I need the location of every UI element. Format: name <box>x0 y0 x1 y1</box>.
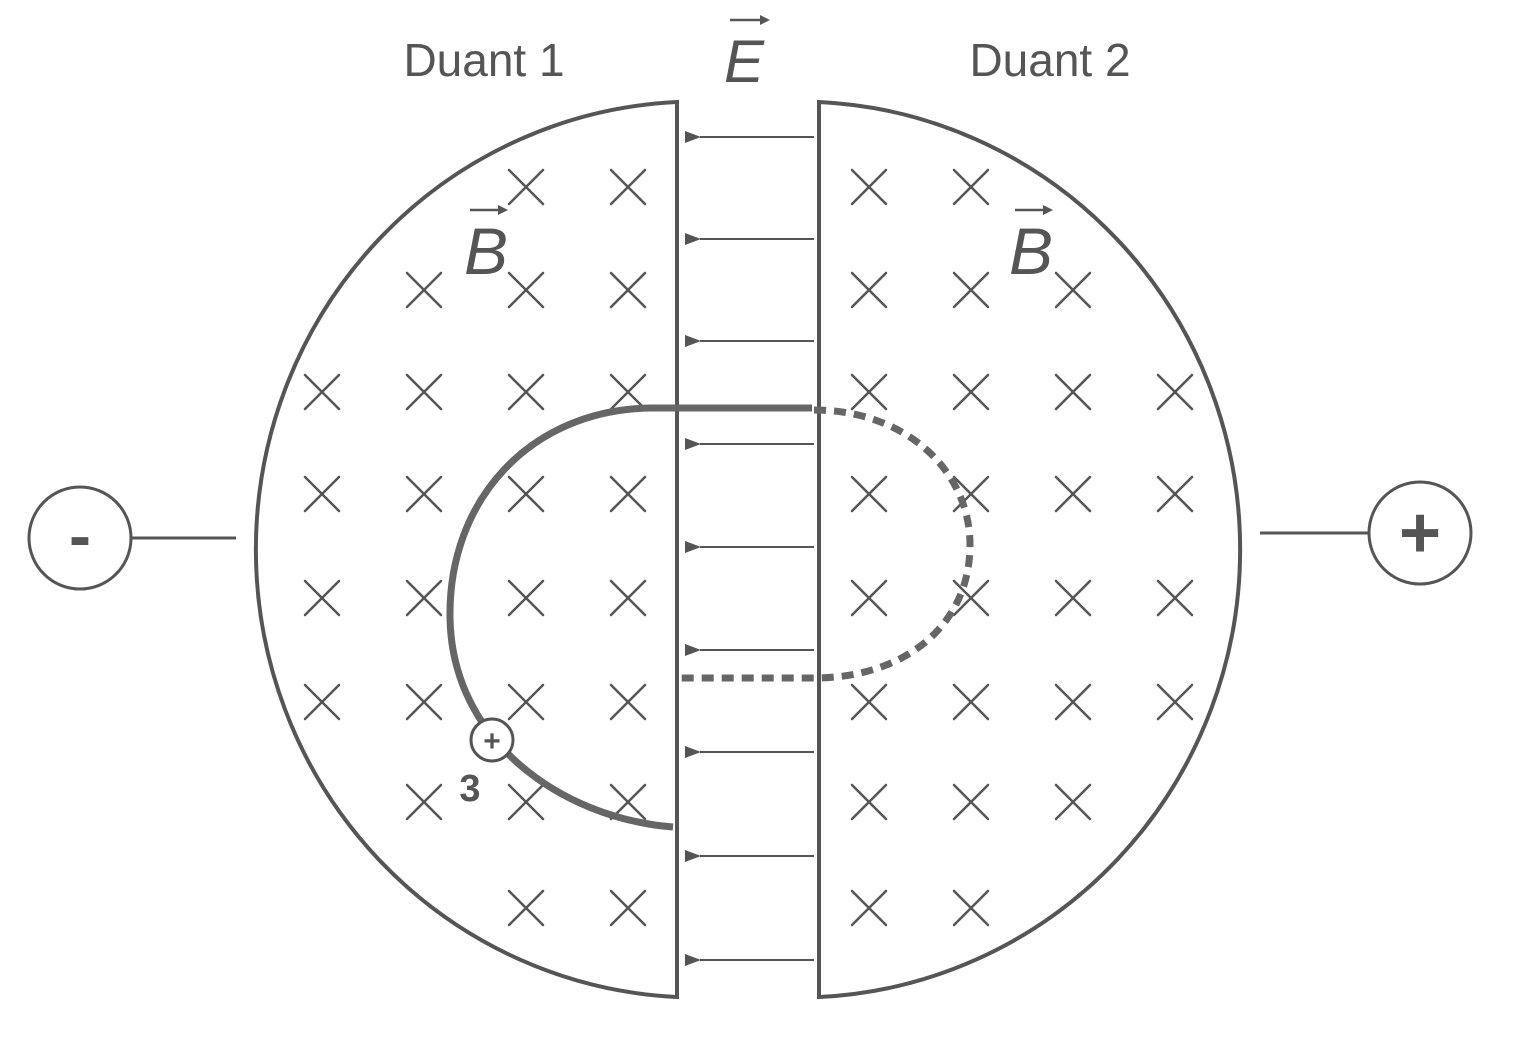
cross-mark <box>507 579 545 617</box>
cross-mark <box>952 168 990 206</box>
cross-mark <box>507 889 545 927</box>
cross-mark <box>405 475 443 513</box>
cross-mark <box>507 475 545 513</box>
cross-mark <box>850 475 888 513</box>
cross-mark <box>609 579 647 617</box>
negative-terminal-sign: - <box>69 498 91 572</box>
cross-mark <box>405 271 443 309</box>
magnetic-field-label-right: B <box>1009 214 1053 288</box>
magnetic-field-crosses <box>303 168 1194 927</box>
cross-mark <box>609 168 647 206</box>
cross-mark <box>507 783 545 821</box>
cross-mark <box>1156 373 1194 411</box>
cross-mark <box>850 783 888 821</box>
cross-mark <box>1054 579 1092 617</box>
cross-mark <box>609 475 647 513</box>
negative-terminal <box>27 485 133 591</box>
cross-mark <box>952 373 990 411</box>
cross-mark <box>507 168 545 206</box>
cross-mark <box>405 783 443 821</box>
cross-mark <box>303 475 341 513</box>
cross-mark <box>850 271 888 309</box>
electric-field-label: E <box>724 28 765 95</box>
cross-mark <box>952 889 990 927</box>
cross-mark <box>1054 271 1092 309</box>
duant-1-shape <box>253 99 679 1000</box>
cross-mark <box>1054 783 1092 821</box>
cross-mark <box>952 683 990 721</box>
position-number: 3 <box>459 768 480 810</box>
cross-mark <box>1156 683 1194 721</box>
particle <box>469 717 515 763</box>
magnetic-field-vector-arrow-right <box>1015 205 1053 215</box>
cross-mark <box>507 683 545 721</box>
cross-mark <box>609 271 647 309</box>
cross-mark <box>405 579 443 617</box>
cross-mark <box>507 373 545 411</box>
cross-mark <box>850 579 888 617</box>
cross-mark <box>850 168 888 206</box>
cross-mark <box>850 683 888 721</box>
cross-mark <box>850 373 888 411</box>
positive-terminal <box>1367 480 1473 586</box>
cross-mark <box>1054 475 1092 513</box>
magnetic-field-label-left: B <box>464 214 508 288</box>
cross-mark <box>1054 373 1092 411</box>
cross-mark <box>609 373 647 411</box>
cross-mark <box>609 889 647 927</box>
cross-mark <box>1156 475 1194 513</box>
trajectory-path-left <box>446 404 812 831</box>
cross-mark <box>952 475 990 513</box>
duant-2-label: Duant 2 <box>969 34 1130 86</box>
cross-mark <box>850 889 888 927</box>
duant-2-shape <box>817 99 1243 1000</box>
cross-mark <box>609 683 647 721</box>
cross-mark <box>1156 579 1194 617</box>
trajectory-path-right-dotted <box>680 406 974 682</box>
duant-1-label: Duant 1 <box>403 34 564 86</box>
cross-mark <box>952 579 990 617</box>
cross-mark <box>405 683 443 721</box>
cross-mark <box>303 683 341 721</box>
cross-mark <box>507 271 545 309</box>
electric-field-arrows <box>685 131 814 966</box>
cross-mark <box>952 271 990 309</box>
particle-charge-sign: + <box>483 725 501 758</box>
cross-mark <box>952 783 990 821</box>
cross-mark <box>303 373 341 411</box>
cross-mark <box>1054 683 1092 721</box>
magnetic-field-vector-arrow-left <box>470 205 508 215</box>
cross-mark <box>303 579 341 617</box>
cross-mark <box>405 373 443 411</box>
positive-terminal-sign: + <box>1399 493 1441 573</box>
electric-field-vector-arrow <box>730 15 770 25</box>
